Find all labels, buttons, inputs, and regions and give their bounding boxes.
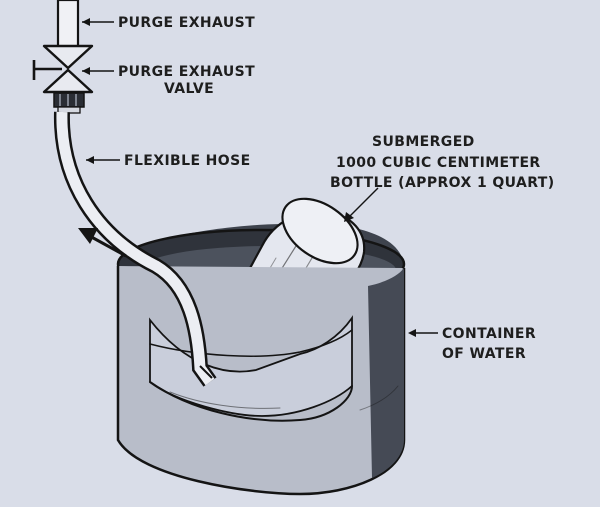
flexible-hose xyxy=(53,111,217,387)
valve-label-line2: VALVE xyxy=(164,81,214,97)
flow-direction-arrow-icon xyxy=(78,228,127,258)
bottle-label-line1: SUBMERGED xyxy=(372,134,475,150)
bottle-label-line2: 1000 CUBIC CENTIMETER xyxy=(336,155,541,171)
purge-exhaust-valve xyxy=(32,44,94,114)
flexible-hose-label: FLEXIBLE HOSE xyxy=(124,153,251,169)
container-label-line2: OF WATER xyxy=(442,346,526,362)
valve-label-line1: PURGE EXHAUST xyxy=(118,64,255,80)
label-leader-lines xyxy=(82,18,438,337)
container-label-line1: CONTAINER xyxy=(442,326,536,342)
purge-exhaust-pipe xyxy=(56,0,80,50)
purge-exhaust-label: PURGE EXHAUST xyxy=(118,15,255,31)
bottle-label-line3: BOTTLE (APPROX 1 QUART) xyxy=(330,175,555,191)
water-container-front xyxy=(116,266,406,496)
